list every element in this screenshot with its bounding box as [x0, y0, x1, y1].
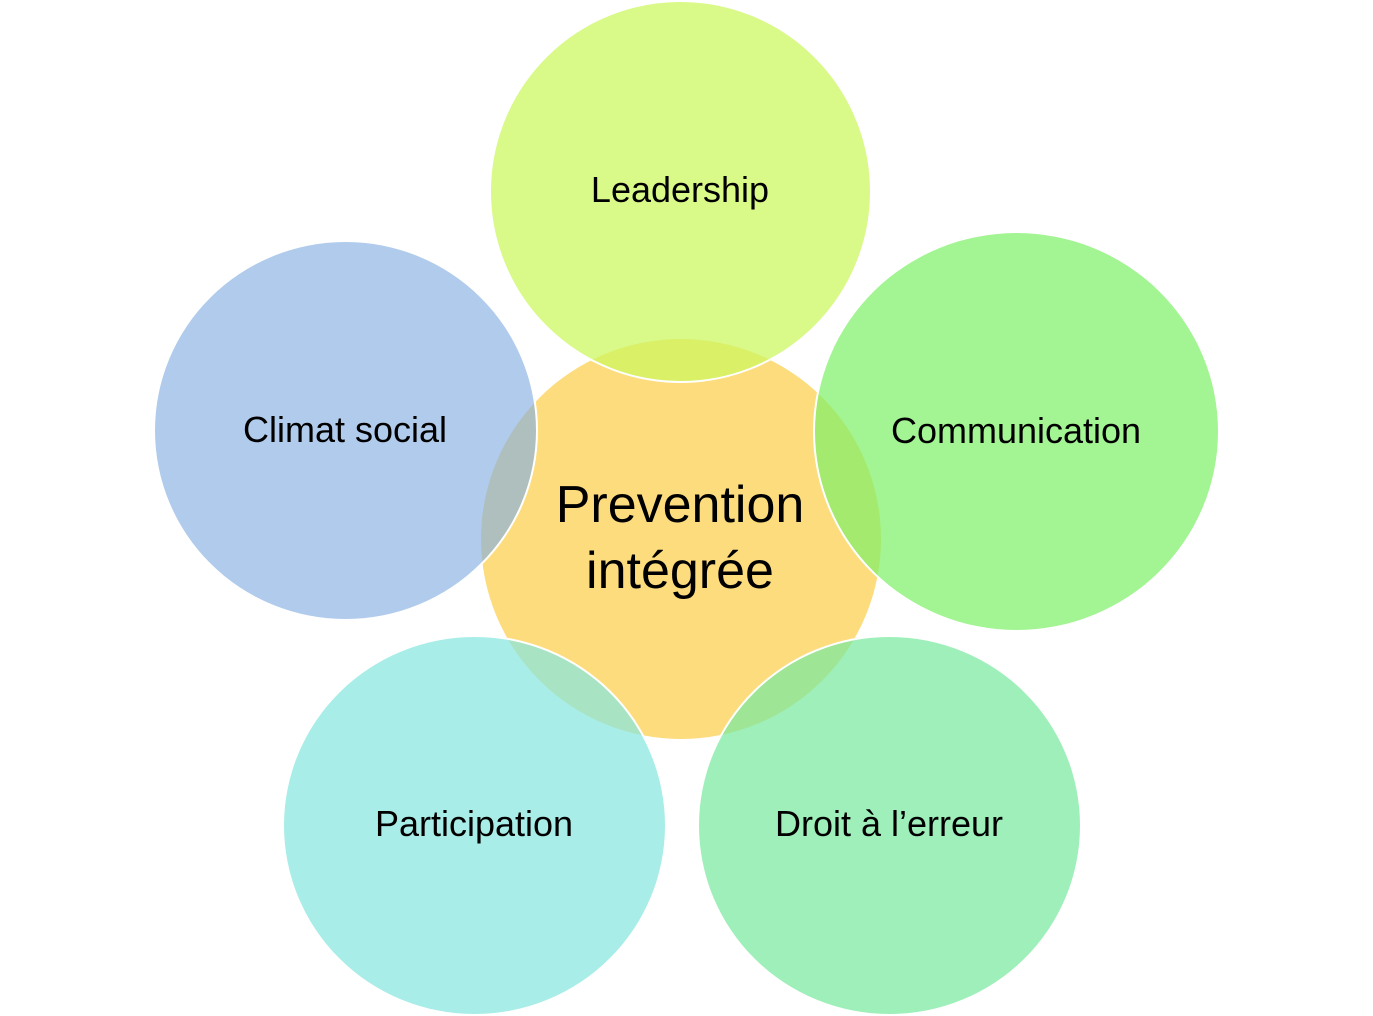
climat-social-label: Climat social [242, 409, 448, 450]
leadership-label: Leadership [590, 169, 770, 210]
communication-label: Communication [890, 410, 1142, 451]
communication-circle [813, 231, 1220, 632]
droit-erreur-circle [697, 635, 1082, 1016]
center-label-line1: Prevention [555, 476, 805, 534]
center-label-line2: intégrée [586, 542, 774, 600]
droit-erreur-label: Droit à l’erreur [774, 803, 1004, 844]
participation-circle [282, 635, 667, 1016]
center-label: Prevention intégrée [556, 472, 805, 604]
leadership-circle [489, 0, 872, 383]
participation-label: Participation [374, 803, 574, 844]
climat-social-circle [153, 240, 538, 621]
